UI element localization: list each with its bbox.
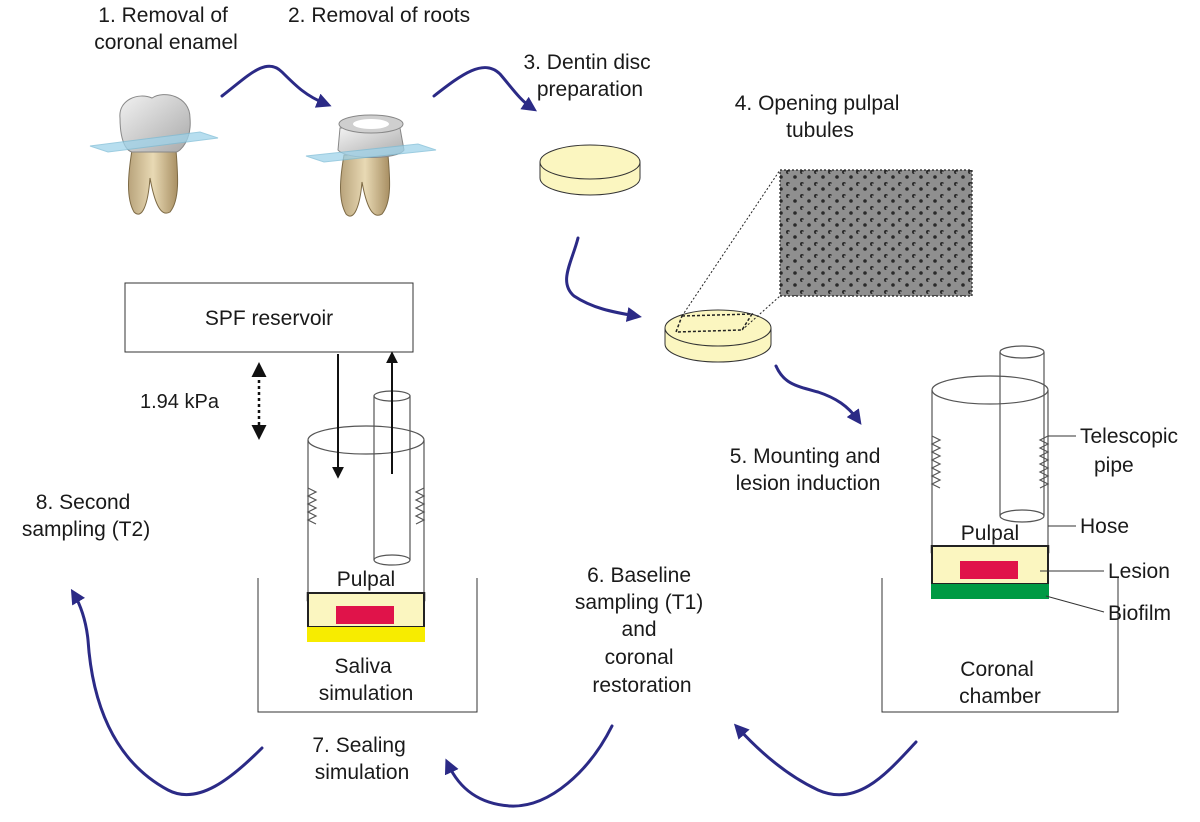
lesion-callout: Lesion xyxy=(1108,560,1170,583)
left-pulpal-label: Pulpal xyxy=(337,568,395,591)
step-1-label: 1. Removal of coronal enamel xyxy=(94,4,238,54)
flow-arrow-7-8 xyxy=(70,588,264,797)
cutting-plane-1 xyxy=(89,131,219,153)
step-5-label: 5. Mounting and lesion induction xyxy=(730,445,886,495)
flow-arrow-6-7 xyxy=(444,724,614,808)
dentin-disc-3 xyxy=(539,144,641,196)
step-3-label: 3. Dentin disc preparation xyxy=(523,51,656,101)
flow-arrow-5-6 xyxy=(733,723,918,797)
biofilm-callout: Biofilm xyxy=(1108,602,1171,625)
cutting-plane-2 xyxy=(305,143,437,163)
flow-arrow-2-3 xyxy=(432,66,537,112)
left-setup xyxy=(257,351,478,713)
dentin-disc-4 xyxy=(664,309,772,363)
pressure-label: 1.94 kPa xyxy=(140,391,220,413)
step-7-label: 7. Sealing simulation xyxy=(312,734,411,784)
step-2-label: 2. Removal of roots xyxy=(288,4,470,27)
flow-arrow-1-2 xyxy=(220,64,332,108)
right-pulpal-label: Pulpal xyxy=(961,522,1019,545)
telescopic-pipe-callout: Telescopic pipe xyxy=(1080,425,1184,477)
tooth-decoronated-illustration xyxy=(337,114,405,217)
left-chamber-label: Saliva simulation xyxy=(319,655,414,705)
spf-reservoir-label: SPF reservoir xyxy=(205,307,333,330)
step-4-label: 4. Opening pulpal tubules xyxy=(735,92,905,142)
sem-inset-micrograph xyxy=(681,169,973,331)
tooth-intact-illustration xyxy=(119,94,191,215)
spf-reservoir-box xyxy=(124,282,414,353)
right-setup xyxy=(881,345,1119,713)
right-chamber-label: Coronal chamber xyxy=(959,658,1041,708)
step-6-label: 6. Baseline sampling (T1) and coronal re… xyxy=(575,564,709,697)
hose-callout: Hose xyxy=(1080,515,1129,538)
flow-arrow-3-4 xyxy=(565,236,642,322)
step-8-label: 8. Second sampling (T2) xyxy=(22,491,150,541)
flow-arrow-4-5 xyxy=(774,364,862,425)
